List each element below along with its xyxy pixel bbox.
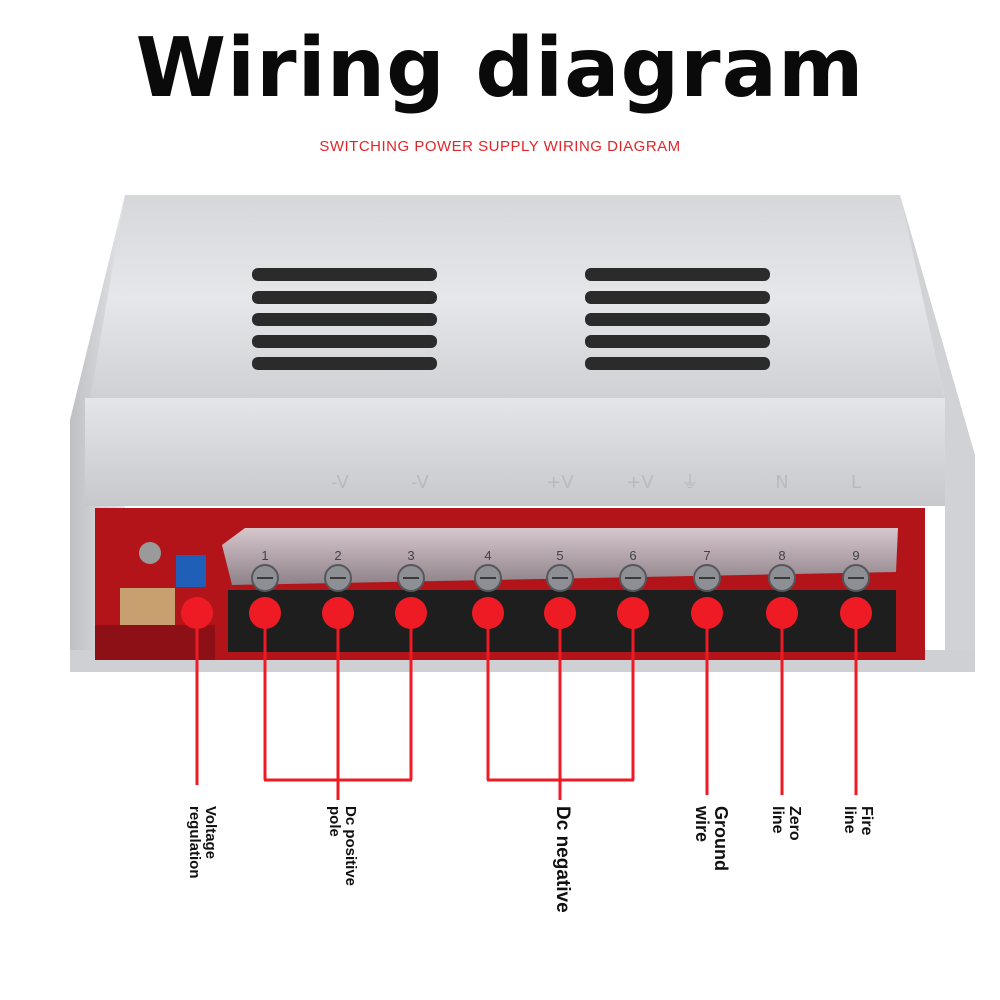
- label-zero-line-line-2: line: [769, 806, 787, 834]
- terminal-marker: [691, 597, 723, 629]
- page-subtitle: SWITCHING POWER SUPPLY WIRING DIAGRAM: [319, 138, 681, 155]
- cover-symbol: -V: [411, 472, 429, 493]
- vent-group-right: [585, 268, 770, 370]
- trim-potentiometer: [176, 555, 206, 587]
- pcb-component: [120, 588, 175, 628]
- label-ground-wire-line-1: Ground: [711, 806, 731, 871]
- terminal-number: 2: [334, 548, 341, 563]
- cover-symbols: -V -V +V +V ⏚ N L: [331, 472, 861, 493]
- cover-symbol: ⏚: [681, 472, 699, 493]
- casing-top: [90, 195, 945, 400]
- terminal-marker: [395, 597, 427, 629]
- page-title: Wiring diagram: [135, 21, 865, 116]
- terminal-number: 8: [778, 548, 785, 563]
- label-voltage-regulation-line-1: Voltage: [202, 806, 219, 860]
- terminal-cover: [222, 528, 898, 585]
- cover-symbol: N: [775, 472, 788, 493]
- label-zero-line: Zero line: [768, 806, 803, 946]
- cover-symbol: L: [851, 472, 861, 493]
- terminal-number: 5: [556, 548, 563, 563]
- cover-symbol: +V: [546, 472, 574, 493]
- label-dc-negative: Dc negative: [552, 806, 573, 946]
- cover-symbol: +V: [626, 472, 654, 493]
- wiring-lines: [195, 612, 858, 800]
- terminal-marker: [181, 597, 213, 629]
- label-dc-positive-line-2: pole: [326, 806, 344, 837]
- pcb-screw: [139, 542, 161, 564]
- label-dc-negative-line-1: Dc negative: [552, 806, 573, 913]
- terminal-numbers: 1 2 3 4 5 6 7 8 9: [261, 548, 859, 563]
- terminal-number: 4: [484, 548, 491, 563]
- vent-group-left: [252, 268, 437, 370]
- pcb-connector: [95, 625, 215, 660]
- terminal-marker: [322, 597, 354, 629]
- terminal-marker: [249, 597, 281, 629]
- terminal-marker: [617, 597, 649, 629]
- terminal-number: 1: [261, 548, 268, 563]
- label-zero-line-line-1: Zero: [786, 806, 803, 841]
- label-ground-wire: Ground wire: [692, 806, 731, 946]
- label-voltage-regulation: Voltage regulation: [186, 806, 219, 946]
- terminal-marker: [544, 597, 576, 629]
- terminal-number: 6: [629, 548, 636, 563]
- terminal-number: 3: [407, 548, 414, 563]
- label-fire-line-line-1: Fire: [858, 806, 875, 836]
- label-ground-wire-line-2: wire: [692, 806, 713, 843]
- label-dc-positive-line-1: Dc positive: [342, 806, 359, 887]
- terminal-marker: [840, 597, 872, 629]
- label-fire-line-line-2: line: [841, 806, 859, 834]
- casing-right-side: [900, 195, 975, 670]
- terminal-marker: [472, 597, 504, 629]
- cover-symbol: -V: [331, 472, 349, 493]
- label-fire-line: Fire line: [840, 806, 875, 946]
- casing-front-lip: [85, 398, 947, 506]
- label-dc-positive-pole: Dc positive pole: [326, 806, 359, 946]
- label-voltage-regulation-line-2: regulation: [186, 806, 204, 879]
- terminal-marker: [766, 597, 798, 629]
- terminal-screws: [251, 564, 870, 592]
- terminal-markers: [181, 597, 872, 629]
- terminal-number: 9: [852, 548, 859, 563]
- terminal-number: 7: [703, 548, 710, 563]
